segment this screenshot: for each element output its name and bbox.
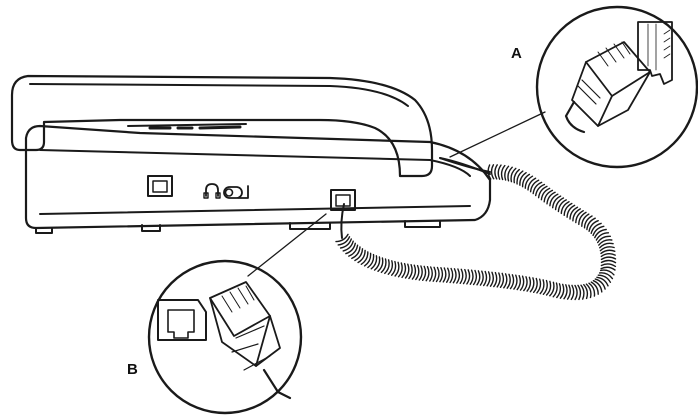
callout-b-circle: [147, 259, 303, 415]
callout-a-leader: [449, 111, 546, 158]
switch-icon: [223, 185, 249, 199]
headset-icon: [203, 183, 221, 199]
telephone-base-icon: [24, 124, 492, 234]
rj11-plug-icon: [564, 41, 651, 134]
coiled-cord-icon: [335, 157, 617, 301]
line-jack-icon: [147, 175, 173, 197]
rj11-plug-icon: [209, 281, 292, 400]
cord-coil-loops: [335, 164, 617, 301]
callout-b-leader: [247, 213, 327, 277]
handset-icon: [10, 74, 434, 178]
callout-a-circle: [535, 5, 698, 169]
callout-label-b: B: [127, 361, 138, 378]
modular-jack-icon: [637, 21, 673, 85]
callout-label-a: A: [511, 45, 522, 62]
modular-jack-icon: [157, 299, 207, 341]
